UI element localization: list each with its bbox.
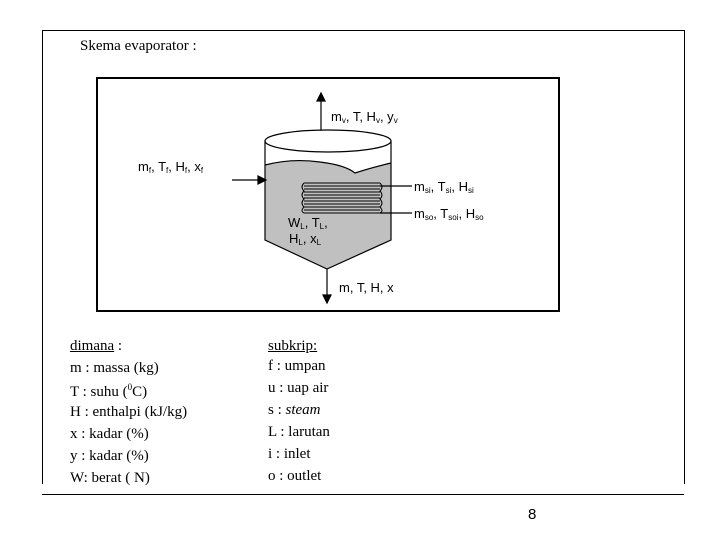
subscript-item: s : steam <box>268 402 321 418</box>
legend-item: H : enthalpi (kJ/kg) <box>70 404 188 420</box>
vapor-out-label: mv, T, Hv, yv <box>331 109 398 125</box>
legend-item: x : kadar (%) <box>70 426 149 442</box>
subscript-item: i : inlet <box>268 446 311 462</box>
feed-in-arrow <box>232 175 268 185</box>
steam-coil <box>301 182 383 214</box>
vessel-top <box>264 129 392 153</box>
liquid-surface <box>264 159 392 174</box>
legend-heading: dimana : <box>70 338 123 354</box>
steam-out-label: mso, Tsoi, Hso <box>414 206 484 222</box>
liquid-label-line1: WL, TL, <box>288 215 328 231</box>
subscript-heading: subkrip: <box>268 338 318 354</box>
subscript-item: L : larutan <box>268 424 330 440</box>
subscript-item: o : outlet <box>268 468 322 484</box>
slide-title: Skema evaporator : <box>80 38 197 54</box>
frame-right-line <box>684 30 685 484</box>
product-out-label: m, T, H, x <box>339 280 394 295</box>
vapor-out-arrow <box>316 91 326 130</box>
frame-top-line <box>42 30 684 31</box>
diagram-box <box>96 77 560 312</box>
page-number: 8 <box>528 506 537 523</box>
liquid-label-line2: HL, xL <box>289 231 322 247</box>
steam-in-label: msi, Tsi, Hsi <box>414 179 474 195</box>
frame-left-line <box>42 30 43 484</box>
legend-item: W: berat ( N) <box>70 470 150 486</box>
legend-item: y : kadar (%) <box>70 448 149 464</box>
frame-bottom-line <box>42 494 684 495</box>
subscript-item: f : umpan <box>268 358 326 374</box>
legend-item: T : suhu (0C) <box>70 382 148 400</box>
liquid-fill <box>265 160 391 269</box>
subscript-item: u : uap air <box>268 380 329 396</box>
legend-item: m : massa (kg) <box>70 360 159 376</box>
feed-in-label: mf, Tf, Hf, xf <box>138 159 204 175</box>
product-out-arrow <box>322 269 332 305</box>
